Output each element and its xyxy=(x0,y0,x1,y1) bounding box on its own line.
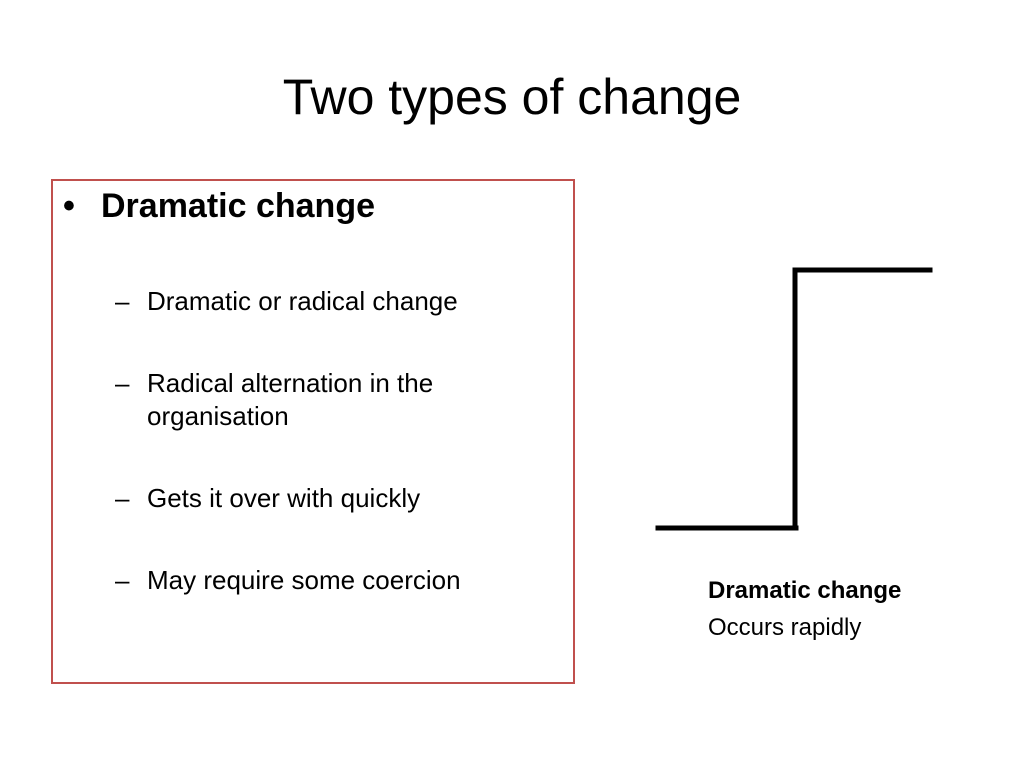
sub-bullet-list: – Dramatic or radical change – Radical a… xyxy=(115,285,555,646)
dash-marker: – xyxy=(115,565,130,595)
sub-bullet-item: – Gets it over with quickly xyxy=(115,482,555,515)
content-box: • Dramatic change – Dramatic or radical … xyxy=(51,179,575,684)
caption-subtitle: Occurs rapidly xyxy=(708,614,862,641)
sub-bullet-text: Dramatic or radical change xyxy=(147,286,458,316)
sub-bullet-text: May require some coercion xyxy=(147,565,461,595)
sub-bullet-item: – Radical alternation in the organisatio… xyxy=(115,367,555,433)
dash-marker: – xyxy=(115,286,130,316)
slide-title: Two types of change xyxy=(282,69,742,125)
bullet-marker: • xyxy=(63,187,75,225)
bullet-heading-row: • Dramatic change xyxy=(63,183,375,229)
sub-bullet-item: – May require some coercion xyxy=(115,564,555,597)
dash-marker: – xyxy=(115,368,130,398)
step-change-diagram xyxy=(655,267,933,531)
sub-bullet-item: – Dramatic or radical change xyxy=(115,285,555,318)
sub-bullet-text: Radical alternation in the organisation xyxy=(147,368,434,431)
sub-bullet-text: Gets it over with quickly xyxy=(147,483,421,513)
bullet-heading: Dramatic change xyxy=(101,187,375,225)
caption-title: Dramatic change xyxy=(708,577,902,604)
dash-marker: – xyxy=(115,483,130,513)
diagram-caption: Dramatic change Occurs rapidly xyxy=(708,572,901,646)
